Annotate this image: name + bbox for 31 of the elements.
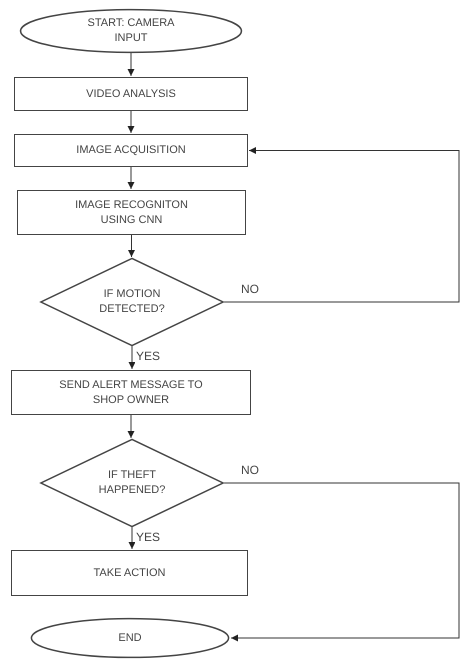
arrow: [128, 526, 136, 550]
terminal-ellipse: [30, 618, 230, 658]
node-text: SEND ALERT MESSAGE TO SHOP OWNER: [58, 378, 204, 408]
process-box: [14, 77, 248, 111]
node-text: TAKE ACTION: [94, 566, 166, 580]
node-text: IF THEFT HAPPENED?: [98, 468, 166, 498]
arrow: [128, 234, 135, 258]
arrow: [224, 482, 460, 642]
node-text: END: [118, 630, 142, 646]
process-box: [17, 190, 246, 235]
node-text: IMAGE ACQUISITION: [76, 143, 186, 158]
arrow: [128, 414, 134, 438]
edge-label: NO: [240, 463, 260, 477]
arrow: [128, 52, 134, 76]
decision-diamond: [40, 439, 224, 527]
terminal-ellipse: [19, 9, 243, 53]
process-box: [11, 370, 251, 415]
decision-diamond: [40, 258, 224, 346]
arrow: [224, 147, 460, 302]
arrow: [128, 346, 136, 370]
edge-label: YES: [135, 349, 162, 363]
node-text: START: CAMERA INPUT: [86, 16, 176, 46]
edge-label: NO: [240, 282, 260, 296]
process-box: [14, 134, 248, 167]
process-box: [11, 550, 248, 596]
arrow: [128, 166, 134, 190]
arrow: [128, 110, 134, 134]
edge-label: YES: [135, 530, 162, 544]
node-text: IF MOTION DETECTED?: [98, 287, 166, 317]
node-text: IMAGE RECOGNITON USING CNN: [74, 198, 189, 228]
node-text: VIDEO ANALYSIS: [86, 86, 176, 102]
